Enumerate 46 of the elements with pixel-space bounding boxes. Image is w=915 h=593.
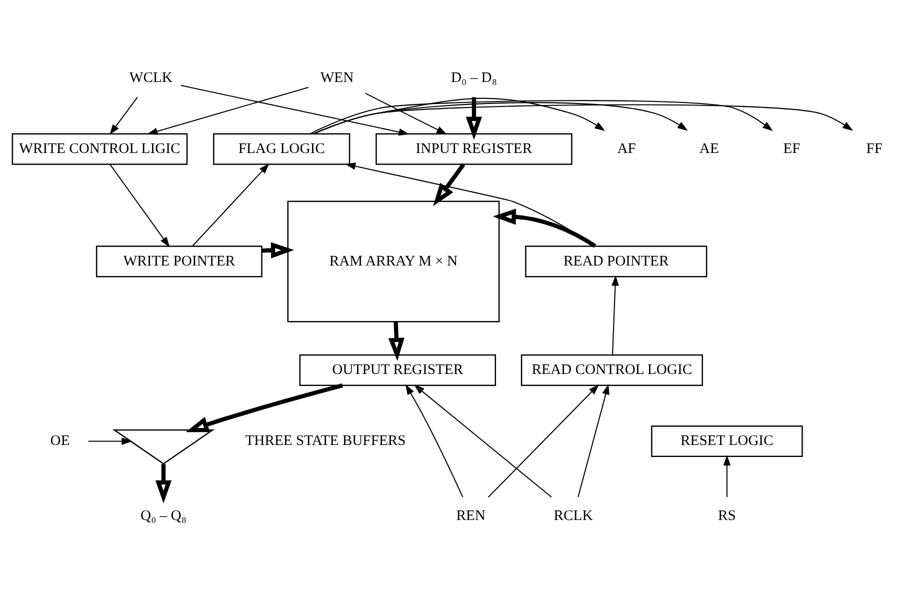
- node-text: REN: [456, 507, 486, 524]
- arrow: [365, 92, 448, 134]
- node-box: WRITE POINTER: [96, 245, 262, 277]
- arrow: [262, 242, 294, 258]
- node-box: FLAG LOGIC: [213, 132, 350, 164]
- arrow: [345, 162, 596, 246]
- arrow: [414, 384, 552, 498]
- node-text: WCLK: [129, 69, 172, 86]
- node-text: EF: [783, 140, 800, 156]
- arrow: [147, 86, 309, 134]
- arrow: [723, 454, 731, 497]
- node-box: INPUT REGISTER: [376, 132, 572, 164]
- node-box: READ POINTER: [525, 245, 708, 277]
- node-box: READ CONTROL LOGIC: [520, 354, 703, 386]
- arrow: [488, 384, 599, 498]
- arrow: [433, 162, 466, 206]
- arrow: [192, 162, 270, 246]
- node-text: OE: [50, 432, 70, 449]
- node-text: AF: [617, 140, 636, 156]
- arrow: [466, 96, 482, 140]
- arrow: [186, 382, 344, 432]
- arrow: [578, 384, 610, 497]
- arrow: [88, 437, 132, 444]
- arrow: [110, 164, 170, 247]
- arrow: [309, 100, 773, 134]
- node-triangle: [112, 428, 215, 464]
- node-text: D₀ – D₈: [450, 69, 497, 86]
- arrow: [405, 384, 464, 497]
- node-box: RAM ARRAY M × N: [287, 200, 500, 322]
- node-text: AE: [699, 140, 719, 156]
- arrow: [612, 274, 619, 354]
- node-box: RESET LOGIC: [651, 424, 803, 457]
- node-box: OUTPUT REGISTER: [299, 354, 496, 386]
- node-text: FF: [866, 140, 882, 156]
- arrow: [155, 464, 172, 503]
- node-box: WRITE CONTROL LIGIC: [12, 132, 188, 164]
- node-label: THREE STATE BUFFERS: [245, 432, 406, 449]
- node-text: RS: [718, 507, 736, 524]
- arrow: [388, 321, 404, 360]
- arrow: [313, 104, 854, 134]
- node-text: WEN: [320, 69, 354, 86]
- node-text: Q₀ – Q₈: [140, 507, 186, 524]
- arrow: [110, 96, 138, 134]
- arrow: [180, 84, 410, 136]
- arrow: [492, 208, 596, 248]
- node-text: RCLK: [554, 507, 593, 524]
